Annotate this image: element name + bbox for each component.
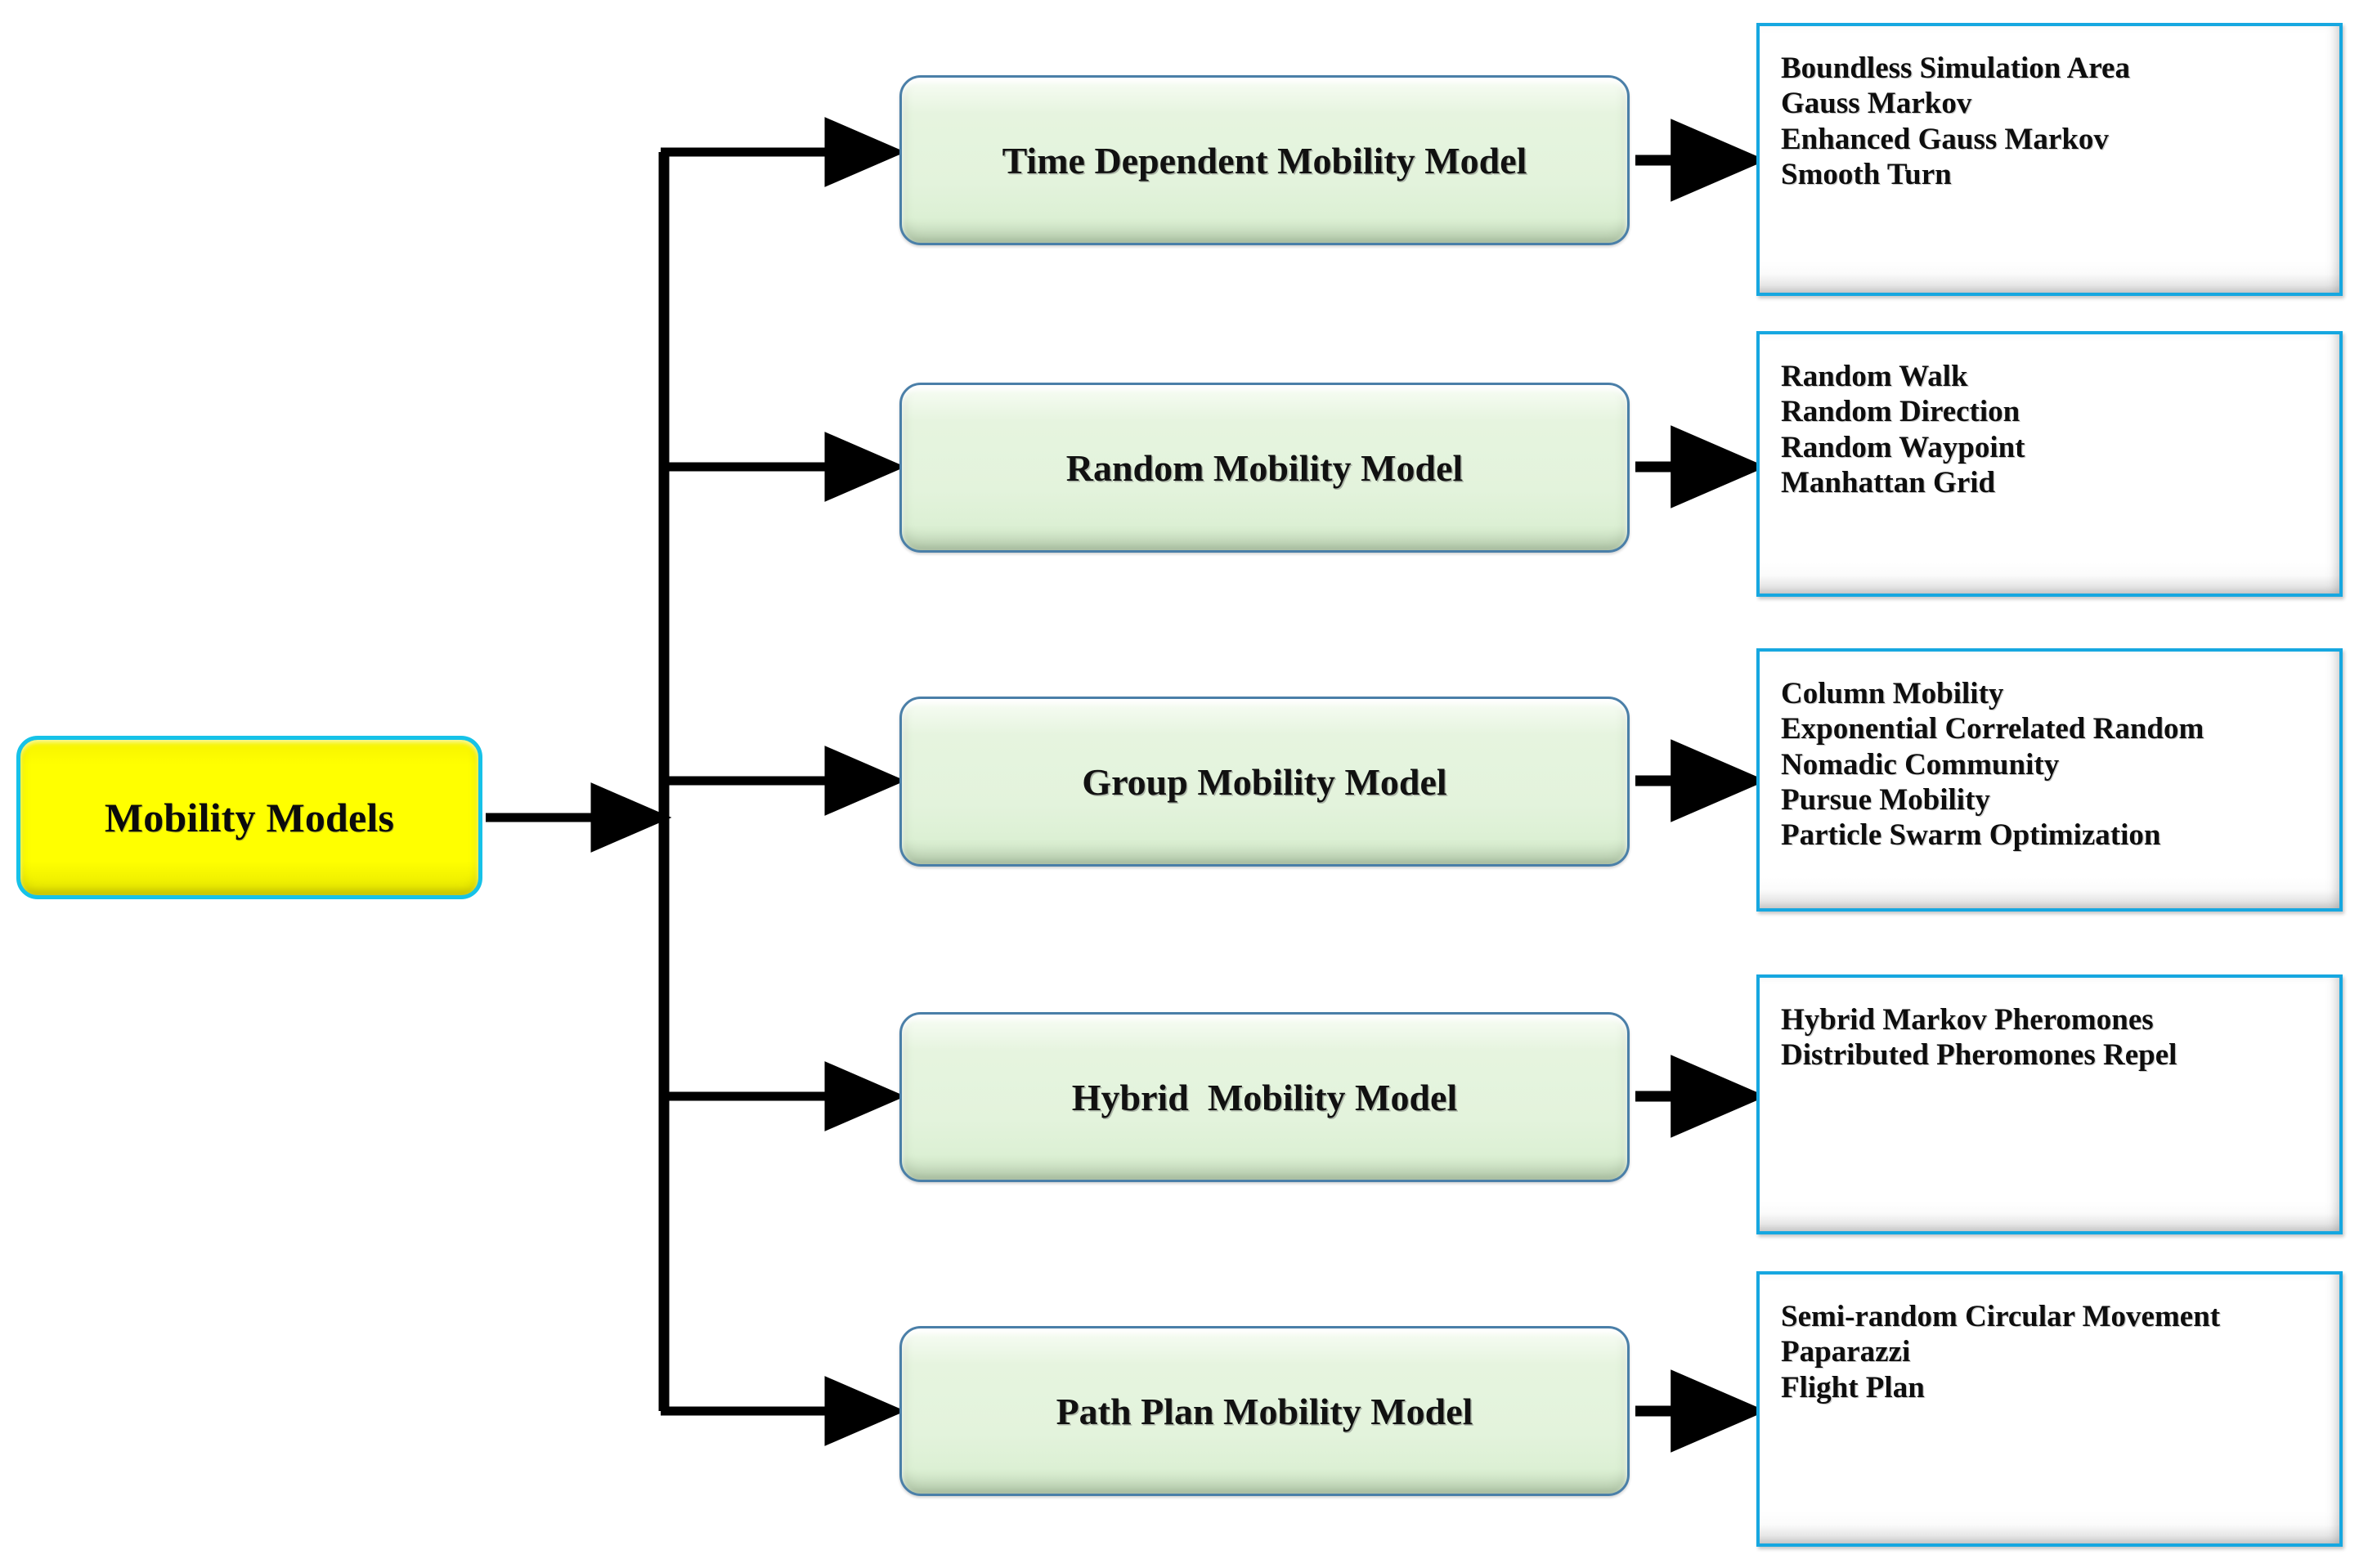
list-item: Distributed Pheromones Repel bbox=[1781, 1038, 2177, 1073]
list-item: Flight Plan bbox=[1781, 1370, 1925, 1404]
list-item: Semi-random Circular Movement bbox=[1781, 1300, 2221, 1333]
list-item: Particle Swarm Optimization bbox=[1781, 818, 2161, 853]
list-item: Pursue Mobility bbox=[1781, 782, 1990, 817]
list-item: Random Walk bbox=[1781, 360, 1968, 393]
detail-box-group[interactable]: Column Mobility Exponential Correlated R… bbox=[1756, 648, 2343, 912]
root-node-mobility-models[interactable]: Mobility Models bbox=[16, 736, 482, 899]
detail-box-time-dependent[interactable]: Boundless Simulation Area Gauss Markov E… bbox=[1756, 23, 2343, 296]
list-item: Enhanced Gauss Markov bbox=[1781, 122, 2109, 156]
root-node-label: Mobility Models bbox=[104, 795, 395, 840]
detail-box-random[interactable]: Random Walk Random Direction Random Wayp… bbox=[1756, 331, 2343, 597]
list-item: Random Waypoint bbox=[1781, 430, 2025, 464]
list-item: Smooth Turn bbox=[1781, 157, 1952, 191]
category-node-label: Group Mobility Model bbox=[1082, 760, 1447, 803]
list-item: Gauss Markov bbox=[1781, 87, 1972, 121]
list-item: Random Direction bbox=[1781, 395, 2020, 429]
category-node-time-dependent[interactable]: Time Dependent Mobility Model bbox=[899, 75, 1630, 245]
detail-box-path-plan[interactable]: Semi-random Circular Movement Paparazzi … bbox=[1756, 1271, 2343, 1547]
category-node-label: Random Mobility Model bbox=[1065, 446, 1464, 489]
list-item: Column Mobility bbox=[1781, 677, 2004, 710]
category-node-hybrid[interactable]: Hybrid Mobility Model bbox=[899, 1012, 1630, 1182]
list-item: Boundless Simulation Area bbox=[1781, 52, 2130, 85]
category-node-label: Hybrid Mobility Model bbox=[1071, 1076, 1458, 1118]
list-item: Exponential Correlated Random bbox=[1781, 712, 2204, 746]
list-item: Hybrid Markov Pheromones bbox=[1781, 1003, 2154, 1037]
category-node-path-plan[interactable]: Path Plan Mobility Model bbox=[899, 1326, 1630, 1496]
detail-box-hybrid[interactable]: Hybrid Markov Pheromones Distributed Phe… bbox=[1756, 974, 2343, 1234]
category-node-label: Time Dependent Mobility Model bbox=[1002, 139, 1527, 181]
category-node-label: Path Plan Mobility Model bbox=[1056, 1390, 1473, 1432]
list-item: Paparazzi bbox=[1781, 1335, 1911, 1369]
category-node-group[interactable]: Group Mobility Model bbox=[899, 697, 1630, 867]
list-item: Nomadic Community bbox=[1781, 747, 2060, 782]
list-item: Manhattan Grid bbox=[1781, 465, 1996, 500]
category-node-random[interactable]: Random Mobility Model bbox=[899, 383, 1630, 553]
